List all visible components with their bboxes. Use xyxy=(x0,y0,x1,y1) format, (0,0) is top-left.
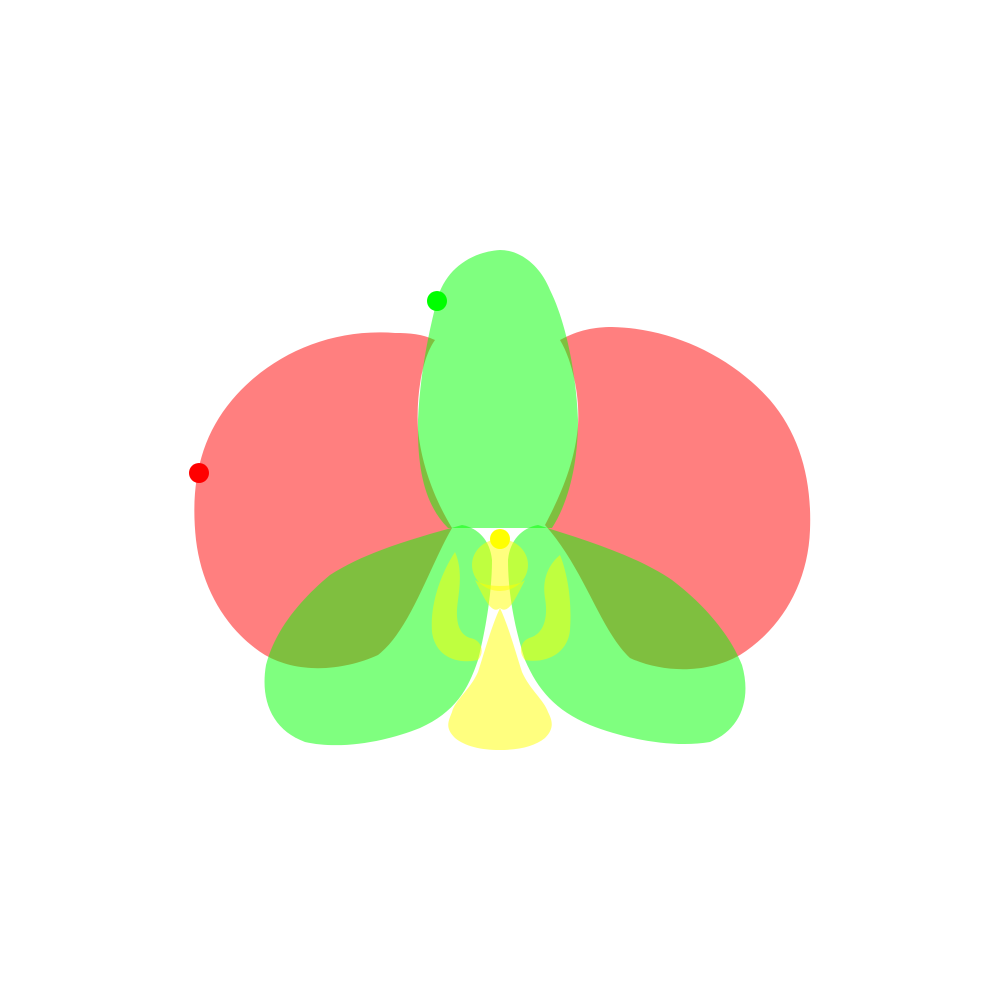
lip-layer xyxy=(431,539,571,750)
left-lateral-sepal xyxy=(264,525,492,746)
right-lateral-sepal xyxy=(508,525,746,745)
left-side-lobe xyxy=(431,552,482,662)
petal-keypoint xyxy=(189,463,209,483)
column xyxy=(472,539,528,591)
lip-keypoint xyxy=(490,529,510,549)
lip-throat xyxy=(475,580,525,610)
right-side-lobe xyxy=(520,555,571,661)
dorsal-sepal xyxy=(417,250,578,528)
sepal-layer xyxy=(264,250,746,746)
sepal-keypoint xyxy=(427,291,447,311)
keypoint-layer xyxy=(189,291,510,549)
mid-lobe xyxy=(448,608,552,750)
